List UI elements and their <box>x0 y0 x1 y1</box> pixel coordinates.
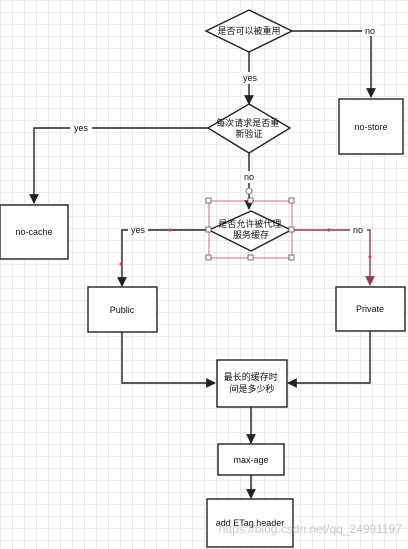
label-proxy-no: no <box>353 225 363 235</box>
edge-cacheable-no-store <box>292 30 376 98</box>
text-etag: add ETag header <box>216 518 285 528</box>
node-public[interactable] <box>87 286 158 333</box>
text-no-cache: no-cache <box>15 227 52 237</box>
edge-proxy-public <box>117 229 209 287</box>
text-max-age-question: 最长的缓存时 间是多少秒 <box>224 371 281 394</box>
label-proxy-yes: yes <box>131 225 146 235</box>
text-public: Public <box>110 305 135 315</box>
decision-cacheable[interactable] <box>204 9 294 53</box>
text-proxy-cache: 是否允许被代理 服务缓存 <box>218 218 284 240</box>
watermark: https://blog.csdn.net/qq_24991197 <box>219 522 403 536</box>
decision-revalidate[interactable] <box>206 103 292 154</box>
node-max-age[interactable] <box>217 443 285 476</box>
text-revalidate: 每次请求是否重 新验证 <box>216 117 282 139</box>
node-private[interactable] <box>335 286 406 332</box>
text-max-age: max-age <box>233 455 268 465</box>
node-etag[interactable] <box>206 498 294 548</box>
text-no-store: no-store <box>354 122 387 132</box>
node-max-age-question[interactable] <box>216 359 288 408</box>
text-cacheable: 是否可以被重用 <box>217 25 280 36</box>
node-no-store[interactable] <box>338 98 404 155</box>
edge-private-maxage-q <box>287 331 371 388</box>
decision-proxy-cache[interactable] <box>207 210 293 252</box>
edge-public-maxage-q <box>121 332 216 388</box>
label-revalidate-no: no <box>244 172 254 182</box>
label-cacheable-no: no <box>365 26 375 36</box>
node-no-cache[interactable] <box>0 204 69 260</box>
selection-box <box>205 187 295 261</box>
edge-proxy-private <box>291 229 375 286</box>
text-private: Private <box>356 304 384 314</box>
label-cacheable-yes: yes <box>243 73 258 83</box>
edge-revalidate-no-cache <box>29 127 208 204</box>
label-revalidate-yes: yes <box>74 123 89 133</box>
